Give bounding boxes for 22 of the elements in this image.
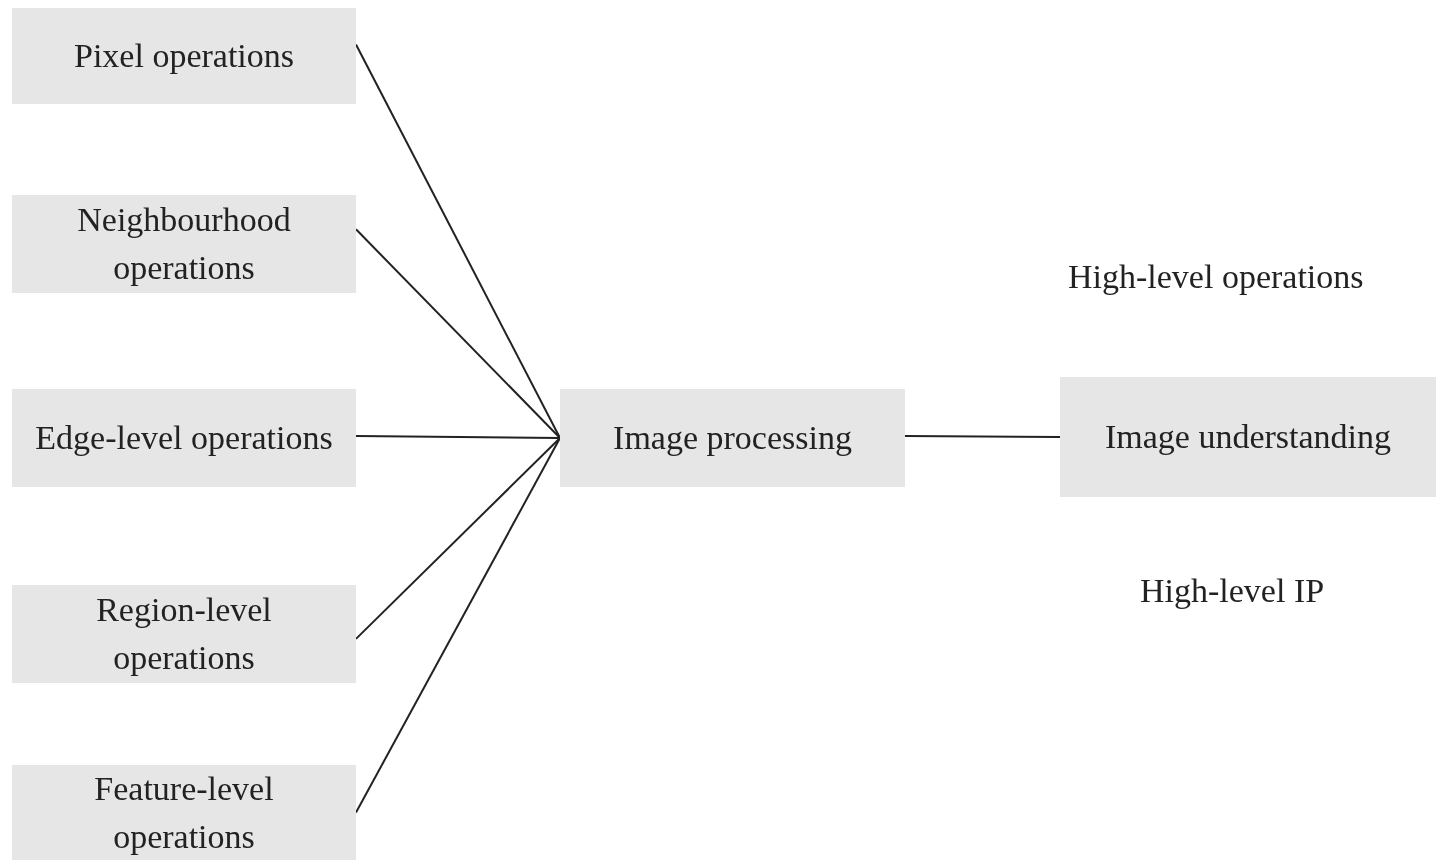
box-label: Region-level operations [95, 590, 273, 678]
connector-line [355, 437, 561, 814]
process-box [12, 195, 356, 293]
box-label: Neighbourhood operations [76, 200, 292, 288]
connector-line [355, 43, 561, 439]
connector-line [355, 435, 561, 439]
process-box [12, 765, 356, 860]
process-box [560, 389, 905, 487]
connector-line [904, 435, 1061, 438]
level-label: High-level IP [1140, 572, 1325, 610]
connector-line [355, 228, 561, 439]
box-label: Feature-level operations [93, 768, 275, 857]
box-label: Image processing [613, 418, 852, 459]
process-box [12, 8, 356, 104]
connector-line [355, 437, 561, 640]
process-box [12, 585, 356, 683]
box-label: Pixel operations [74, 36, 294, 77]
box-label: Image understanding [1104, 417, 1392, 458]
level-label: High-level operations [1068, 258, 1364, 296]
process-box [12, 389, 356, 487]
process-box [1060, 377, 1436, 497]
box-label: Edge-level operations [35, 418, 333, 459]
